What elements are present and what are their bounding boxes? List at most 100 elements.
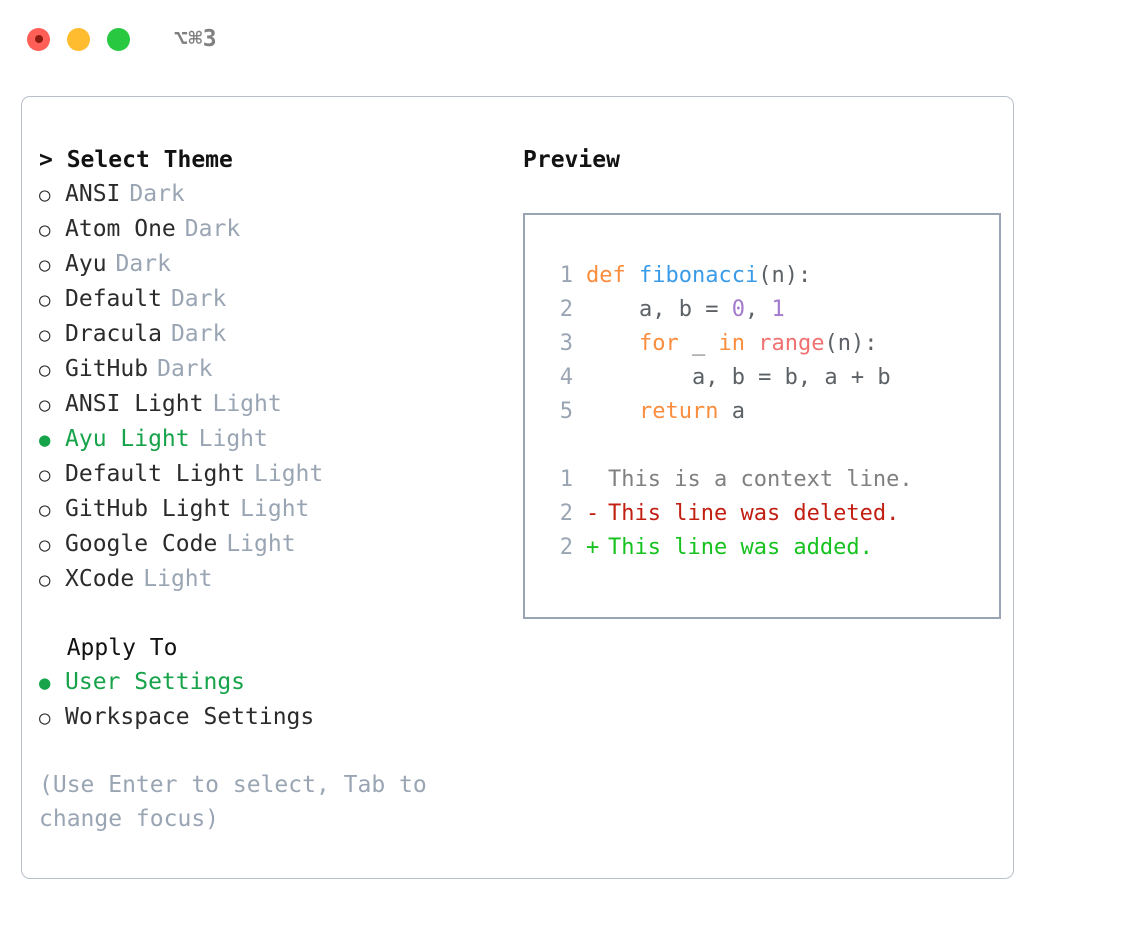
radio-unselected-icon: ○: [39, 359, 51, 381]
theme-option-label: Default Light: [65, 461, 246, 487]
token-kw: return: [638, 399, 719, 424]
maximize-button-icon[interactable]: [107, 27, 130, 51]
apply-to-option-list: ●User Settings ○ Workspace Settings: [39, 665, 509, 735]
theme-option-xcode[interactable]: ○ XCode Light: [39, 562, 509, 597]
line-number: 1: [559, 467, 573, 492]
diff-text: This line was deleted.: [608, 501, 900, 526]
theme-option-atom-one[interactable]: ○ Atom One Dark: [39, 212, 509, 247]
apply-to-title: Apply To: [66, 635, 178, 661]
token-pun: ,: [744, 297, 772, 322]
theme-option-ansi-light[interactable]: ○ ANSI Light Light: [39, 387, 509, 422]
keyboard-hint: (Use Enter to select, Tab to change focu…: [39, 772, 441, 832]
radio-unselected-icon: ○: [39, 394, 51, 416]
token-txt: a, b =: [586, 297, 732, 322]
token-txt: [586, 331, 639, 356]
apply-to-option-workspace-settings[interactable]: ○ Workspace Settings: [39, 700, 509, 735]
radio-unselected-icon: ○: [39, 184, 51, 206]
select-theme-title: Select Theme: [66, 147, 233, 173]
line-number: 3: [559, 331, 573, 356]
code-text: a, b = 0, 1: [586, 293, 785, 327]
theme-variant-tag: Light: [143, 566, 213, 592]
theme-option-label: ANSI: [65, 181, 121, 207]
radio-unselected-icon: ○: [39, 569, 51, 591]
token-kw: for: [638, 331, 679, 356]
theme-option-label: Ayu Light: [65, 426, 190, 452]
token-fn: fibonacci: [638, 263, 759, 288]
focus-caret: >: [39, 147, 67, 173]
theme-option-ayu-light[interactable]: ● Ayu Light Light: [39, 422, 509, 457]
theme-variant-tag: Light: [198, 426, 268, 452]
apply-to-option-label: Workspace Settings: [65, 704, 315, 730]
token-pun: (n):: [824, 331, 878, 356]
code-text: def fibonacci(n):: [586, 259, 811, 293]
radio-unselected-icon: ○: [39, 534, 51, 556]
token-kw: def: [586, 263, 639, 288]
code-line: 5 return a: [543, 395, 999, 429]
minimize-button-icon[interactable]: [67, 27, 90, 51]
theme-option-ansi[interactable]: ○ ANSI Dark: [39, 177, 509, 212]
radio-unselected-icon: ○: [39, 499, 51, 521]
radio-selected-icon: ●: [39, 672, 51, 694]
theme-variant-tag: Dark: [170, 321, 227, 347]
theme-variant-tag: Dark: [184, 216, 241, 242]
diff-line-ctx: 1 This is a context line.: [543, 463, 999, 497]
diff-text: This is a context line.: [608, 467, 913, 492]
diff-marker: [586, 463, 608, 497]
line-number: 4: [559, 365, 573, 390]
diff-marker: -: [586, 501, 600, 526]
code-text: a, b = b, a + b: [586, 361, 891, 395]
theme-option-label: Atom One: [65, 216, 176, 242]
theme-variant-tag: Light: [254, 461, 324, 487]
radio-unselected-icon: ○: [39, 219, 51, 241]
theme-variant-tag: Light: [240, 496, 310, 522]
theme-option-label: ANSI Light: [65, 391, 204, 417]
radio-selected-icon: ●: [39, 429, 51, 451]
radio-unselected-icon: ○: [39, 254, 51, 276]
token-txt: [586, 399, 639, 424]
token-kw: in: [718, 331, 745, 356]
theme-variant-tag: Light: [212, 391, 282, 417]
theme-option-label: GitHub: [65, 356, 149, 382]
apply-to-heading: Apply To: [39, 631, 509, 665]
theme-variant-tag: Light: [226, 531, 296, 557]
theme-option-google-code[interactable]: ○ Google Code Light: [39, 527, 509, 562]
token-num: 1: [771, 297, 785, 322]
token-pun: (n):: [758, 263, 812, 288]
code-text: for _ in range(n):: [586, 327, 877, 361]
token-txt: a: [718, 399, 745, 424]
close-button-icon[interactable]: [27, 27, 50, 51]
diff-line-del: 2-This line was deleted.: [543, 497, 999, 531]
select-theme-heading: > Select Theme: [39, 143, 509, 177]
diff-text: This line was added.: [608, 535, 873, 560]
diff-line-add: 2+This line was added.: [543, 531, 999, 565]
line-number: 2: [559, 501, 573, 526]
theme-variant-tag: Dark: [129, 181, 185, 207]
line-number: 1: [559, 263, 573, 288]
line-number: 5: [559, 399, 573, 424]
token-txt: _: [678, 331, 719, 356]
token-txt: a, b = b, a + b: [586, 365, 891, 390]
theme-variant-tag: Dark: [115, 251, 171, 277]
radio-unselected-icon: ○: [39, 289, 51, 311]
theme-option-label: XCode: [65, 566, 135, 592]
section-spacer: [39, 597, 509, 631]
theme-option-label: Ayu: [65, 251, 107, 277]
radio-unselected-icon: ○: [39, 707, 51, 729]
preview-heading: Preview: [523, 147, 620, 173]
theme-option-label: Google Code: [65, 531, 218, 557]
apply-to-option-user-settings[interactable]: ●User Settings: [39, 665, 509, 700]
theme-option-ayu[interactable]: ○ Ayu Dark: [39, 247, 509, 282]
close-dot-icon: [34, 35, 43, 43]
apply-to-indent: [39, 635, 67, 661]
